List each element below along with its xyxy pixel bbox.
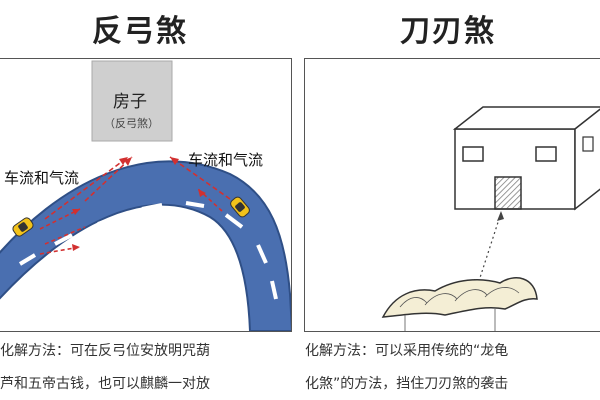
house-box bbox=[91, 60, 173, 142]
flow-label-left: 车流和气流 bbox=[4, 169, 80, 187]
arrow-heads bbox=[72, 157, 206, 251]
house-label: 房子 bbox=[113, 92, 147, 112]
car-right bbox=[230, 196, 250, 218]
curved-road bbox=[0, 160, 291, 331]
house-sublabel: （反弓煞） bbox=[104, 117, 159, 130]
building-diagram bbox=[381, 106, 600, 331]
right-diagram-frame bbox=[304, 58, 600, 332]
blade-texture bbox=[399, 287, 520, 331]
right-caption-line2: 化煞”的方法，挡住刀刃煞的袭击 bbox=[305, 376, 509, 392]
left-caption-line2: 芦和五帝古钱，也可以麒麟一对放 bbox=[0, 376, 210, 392]
building-roof bbox=[452, 106, 600, 130]
flow-label-right: 车流和气流 bbox=[188, 151, 264, 169]
dotted-arrow bbox=[476, 212, 502, 288]
arrow-head-up bbox=[497, 211, 504, 221]
window-left-icon bbox=[462, 146, 484, 162]
flow-arrows bbox=[39, 156, 231, 255]
right-caption-line1: 化解方法：可以采用传统的“龙龟 bbox=[305, 343, 509, 359]
left-diagram-frame: 房子 （反弓煞） 车流和气流 车流和气流 bbox=[0, 58, 292, 332]
building-side bbox=[574, 108, 600, 211]
car-left bbox=[12, 217, 34, 237]
blade-shape bbox=[381, 277, 538, 318]
window-side-icon bbox=[582, 136, 594, 152]
left-panel-title: 反弓煞 bbox=[92, 14, 188, 49]
road-diagram bbox=[0, 60, 291, 331]
right-panel-title: 刀刃煞 bbox=[400, 14, 496, 49]
window-right-icon bbox=[535, 146, 557, 162]
hatched-door bbox=[494, 176, 522, 210]
lane-markings bbox=[18, 201, 278, 300]
left-caption-line1: 化解方法：可在反弓位安放明咒葫 bbox=[0, 343, 210, 359]
